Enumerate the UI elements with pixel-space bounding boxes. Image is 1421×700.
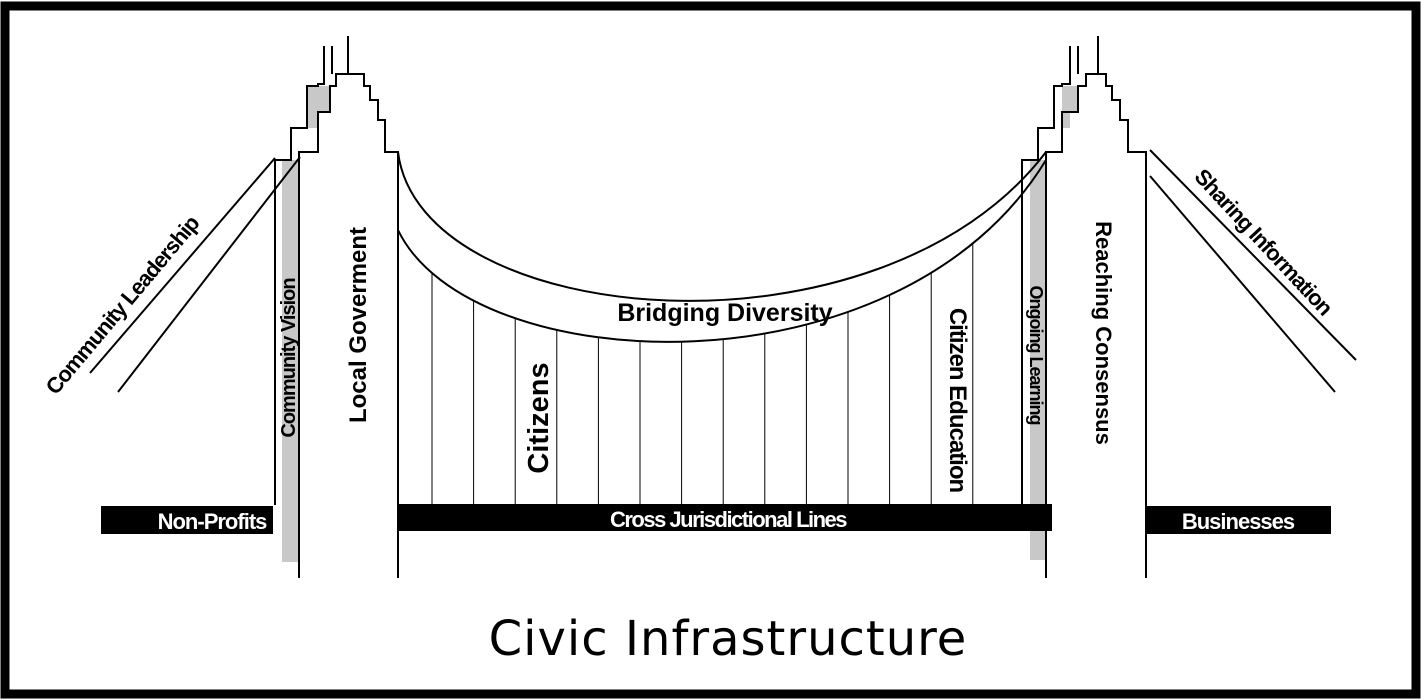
diagram-title: Civic Infrastructure: [489, 611, 968, 667]
deck-cross-jurisdictional: [398, 504, 1052, 531]
hangers: [431, 243, 974, 504]
label-non-profits: Non-Profits: [158, 509, 268, 534]
label-citizen-education: Citizen Education: [944, 308, 971, 493]
deck-businesses: [1146, 506, 1331, 534]
label-bridging-diversity: Bridging Diversity: [617, 299, 832, 327]
label-citizens: Citizens: [523, 362, 555, 473]
deck-non-profits: [101, 506, 273, 534]
label-businesses: Businesses: [1182, 509, 1295, 534]
right-tower: [1021, 36, 1147, 578]
label-reaching-consensus: Reaching Consensus: [1091, 221, 1116, 445]
label-ongoing-learning: Ongoing Learning: [1026, 286, 1046, 425]
label-local-government: Local Goverment: [345, 227, 372, 423]
label-community-vision: Community Vision: [278, 278, 300, 437]
left-ramp: [89, 156, 301, 393]
suspension-cables: [397, 151, 1047, 343]
label-cross-jurisdictional-lines: Cross Jurisdictional Lines: [610, 507, 847, 532]
right-ramp: [1149, 149, 1357, 393]
left-tower: [274, 36, 399, 578]
